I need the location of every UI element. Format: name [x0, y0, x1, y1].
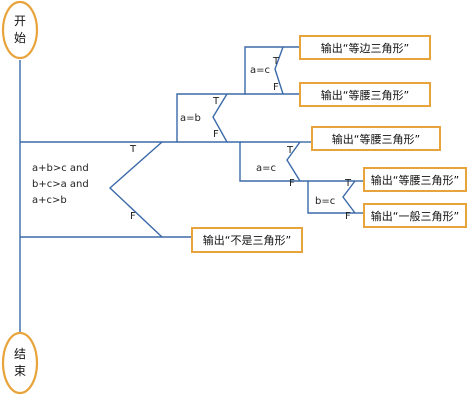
output-scalene-text: 输出“一般三角形” — [371, 209, 459, 223]
output-not-triangle-text: 输出“不是三角形” — [203, 233, 291, 247]
ac-bottom-true-label: T — [286, 145, 294, 156]
ac-top-true-label: T — [272, 56, 280, 67]
ab-false-label: F — [213, 129, 219, 140]
output-isosceles-text-1: 输出“等腰三角形” — [321, 88, 409, 102]
ac-bottom-decision: a=c T F — [256, 141, 301, 189]
ac-bottom-false-to-bc — [300, 180, 355, 214]
output-isosceles-text-2: 输出“等腰三角形” — [332, 132, 420, 146]
main-condition-line1: a+b>c and — [32, 163, 89, 174]
output-isosceles-text-3: 输出“等腰三角形” — [371, 173, 459, 187]
end-label-1: 结 — [14, 347, 26, 361]
output-equilateral-box: 输出“等边三角形” — [299, 35, 431, 60]
bc-decision: b=c T F — [315, 178, 356, 222]
output-isosceles-box-3: 输出“等腰三角形” — [363, 167, 467, 192]
main-condition-line3: a+c>b — [32, 195, 67, 206]
output-isosceles-box-1: 输出“等腰三角形” — [299, 82, 431, 107]
ab-true-connector — [227, 46, 283, 95]
output-scalene-box: 输出“一般三角形” — [363, 203, 467, 228]
ac-top-decision: a=c T F — [250, 46, 284, 95]
output-not-triangle-box: 输出“不是三角形” — [191, 227, 303, 253]
bc-true-label: T — [344, 178, 352, 189]
bc-condition: b=c — [315, 196, 335, 207]
ab-true-label: T — [212, 96, 220, 107]
main-false-label: F — [130, 211, 136, 222]
start-label-2: 始 — [14, 31, 26, 45]
start-node: 开 始 — [1, 0, 39, 60]
ab-false-to-ac — [227, 141, 300, 182]
bc-false-label: F — [345, 211, 351, 222]
output-equilateral-text: 输出“等边三角形” — [321, 41, 409, 55]
main-condition-line2: b+c>a and — [32, 179, 89, 190]
main-true-label: T — [129, 144, 137, 155]
end-node: 结 束 — [1, 331, 39, 395]
ac-top-condition: a=c — [250, 65, 270, 76]
end-label-2: 束 — [14, 364, 26, 378]
triangle-condition-decision: a+b>c and b+c>a and a+c>b T F — [20, 141, 163, 238]
main-true-connector — [162, 93, 227, 143]
ac-bottom-condition: a=c — [256, 163, 276, 174]
ab-decision: a=b T F — [180, 93, 228, 143]
ab-condition: a=b — [180, 113, 201, 124]
output-isosceles-box-2: 输出“等腰三角形” — [311, 126, 441, 151]
ac-top-false-label: F — [273, 82, 279, 93]
start-label-1: 开 — [14, 14, 26, 28]
ac-bottom-false-label: F — [289, 178, 295, 189]
